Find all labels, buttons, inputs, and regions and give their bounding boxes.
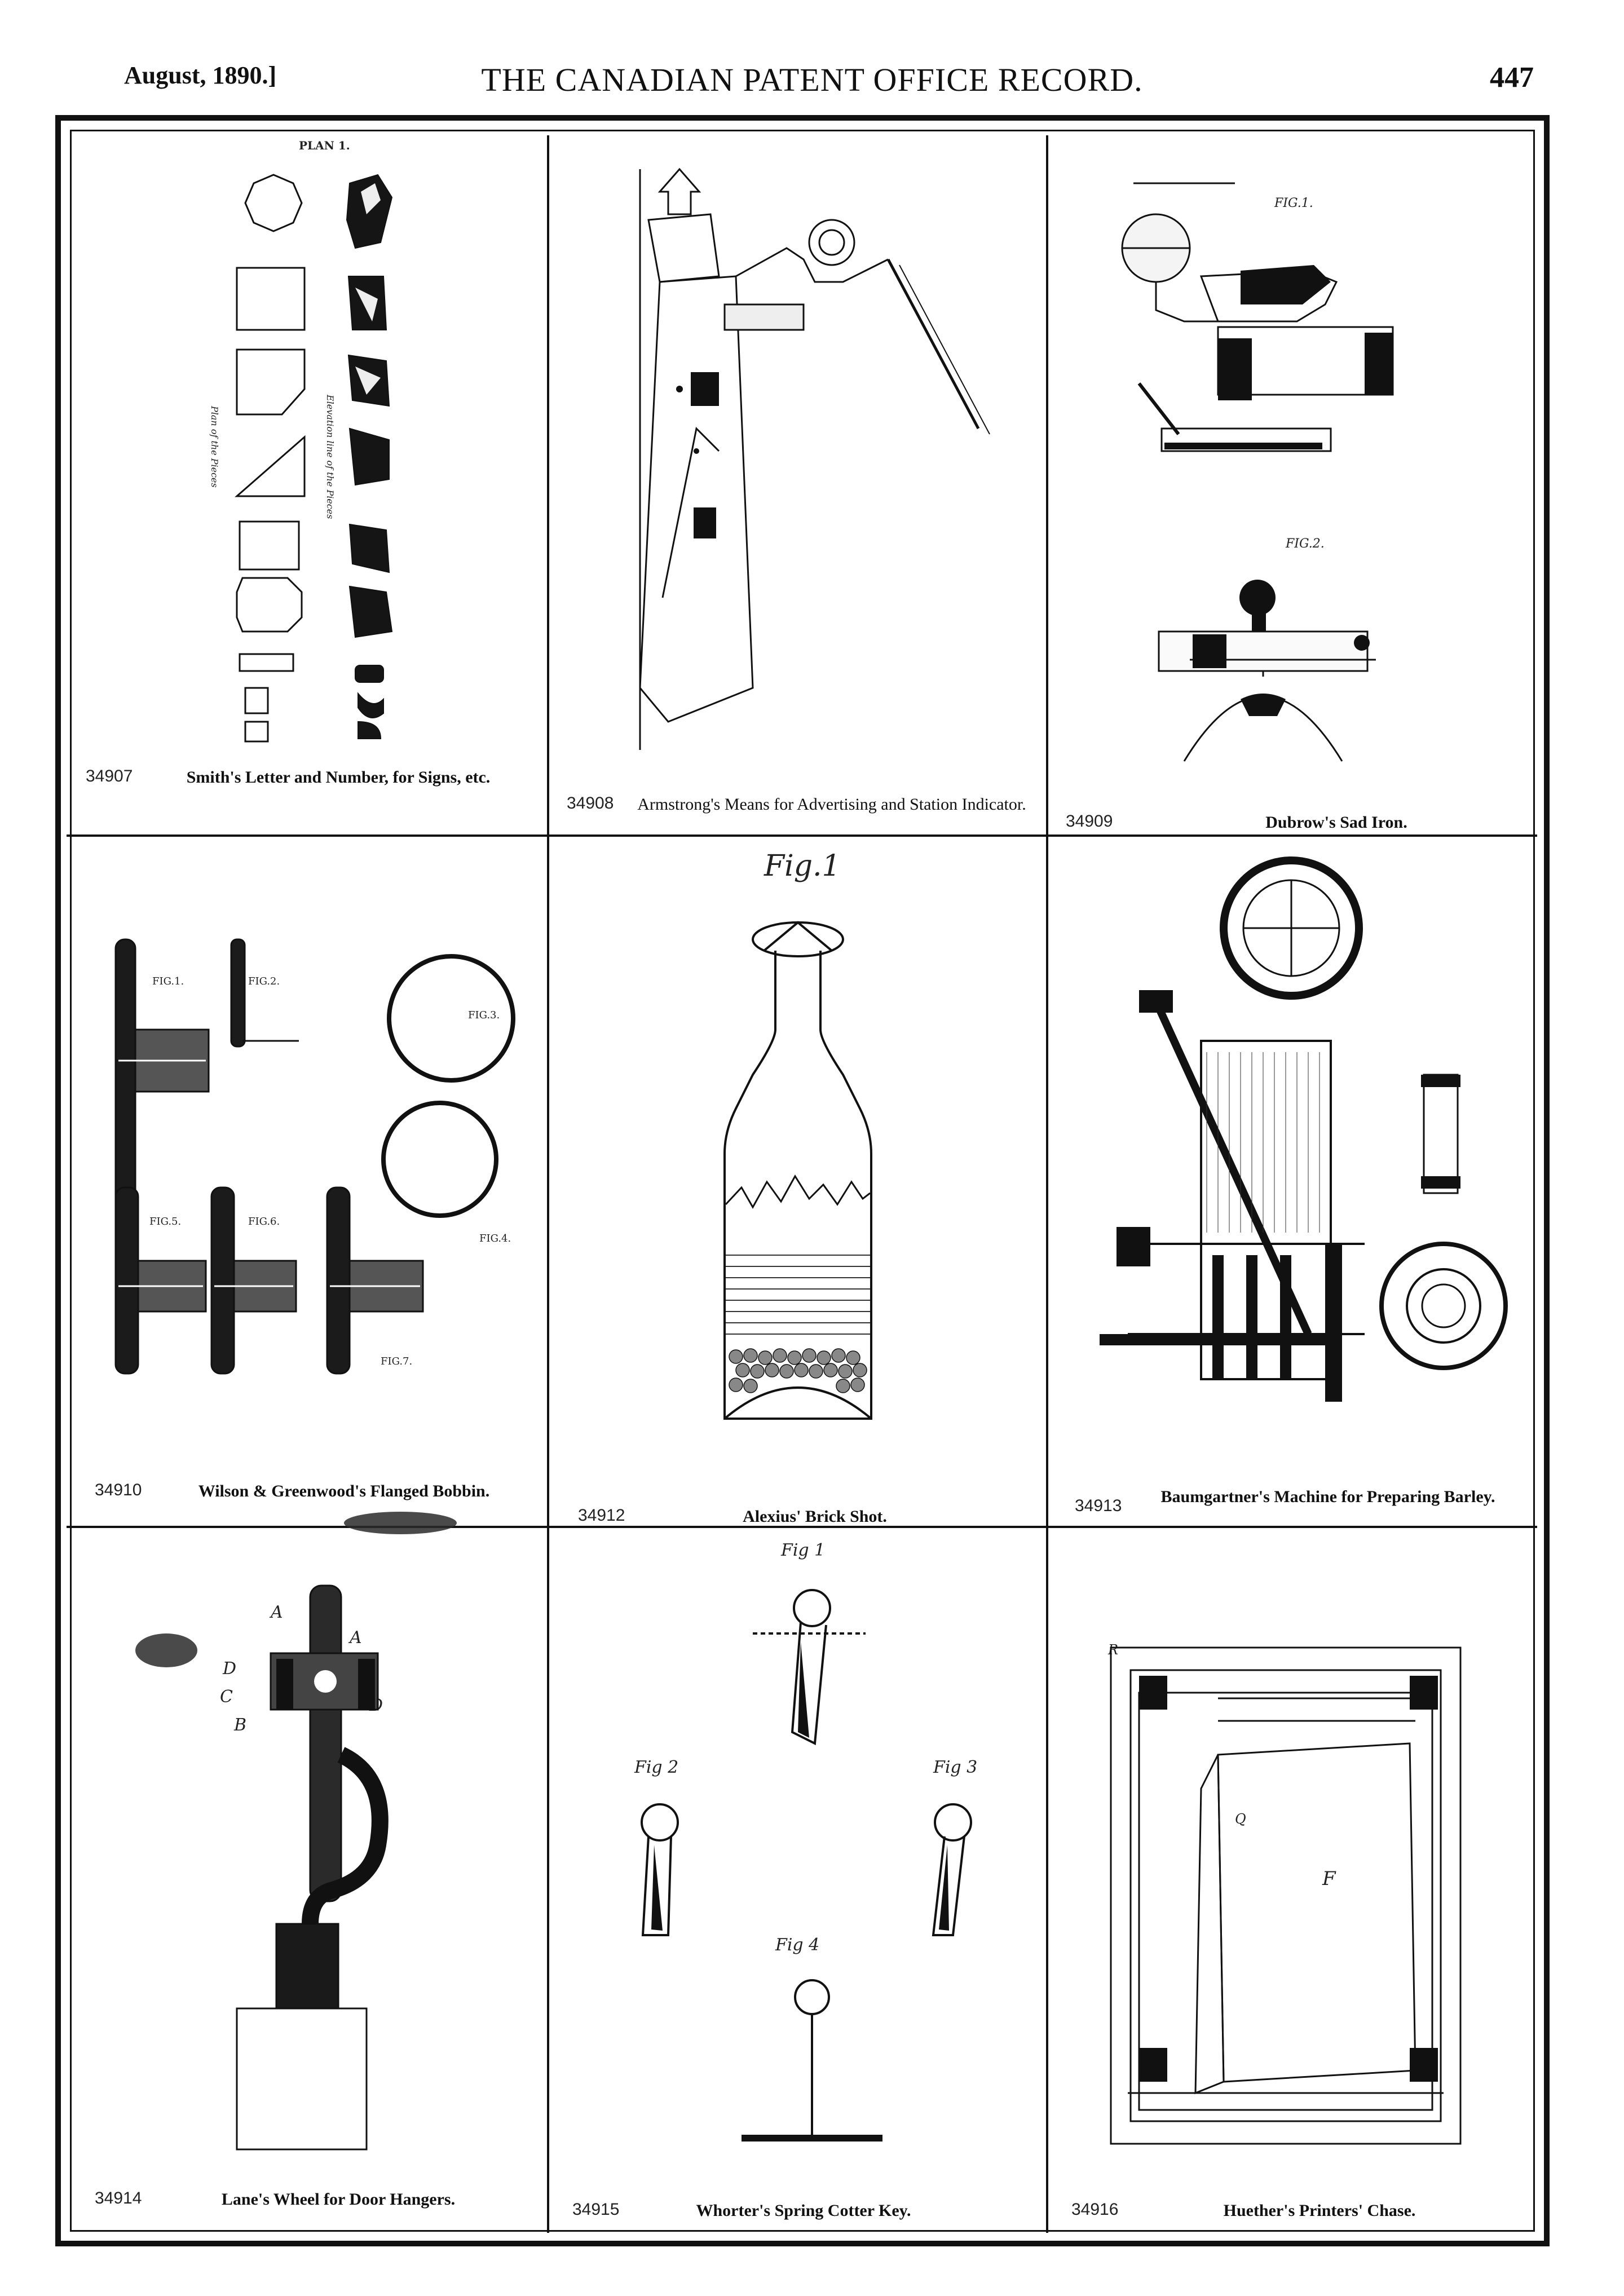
page-title: THE CANADIAN PATENT OFFICE RECORD. <box>481 61 1143 98</box>
plate-cell-34910: FIG.1. FIG.2. FIG.3. FIG.4. FIG.5. FIG.6… <box>73 838 545 1534</box>
patent-number: 34907 <box>86 767 133 785</box>
figure-label: Fig 4 <box>775 1935 820 1955</box>
patent-number: 34915 <box>572 2200 620 2219</box>
plate-cell-34907: PLAN 1. Plan of <box>73 135 545 832</box>
figure-label: FIG.3. <box>468 1009 500 1021</box>
patent-number: 34910 <box>95 1481 142 1499</box>
figure-label: FIG.1. <box>1274 196 1313 210</box>
patent-caption: Lane's Wheel for Door Hangers. <box>221 2190 456 2209</box>
cotter-key-drawing <box>641 1589 972 2142</box>
grid-divider <box>67 834 1537 837</box>
figure-label: PLAN 1. <box>299 139 350 152</box>
figure-label: FIG.2. <box>248 975 280 987</box>
advertising-indicator-drawing <box>639 167 990 750</box>
plate-cell-34914: A A B C D D 34914 Lane's Wheel for Door … <box>73 1529 545 2226</box>
patent-number: 34912 <box>578 1506 625 1525</box>
figure-label: D <box>223 1659 237 1679</box>
figure-label: Fig 2 <box>634 1758 679 1777</box>
flanged-bobbin-drawing <box>114 938 515 1375</box>
patent-caption: Armstrong's Means for Advertising and St… <box>637 795 1026 814</box>
svg-text:Plan of the Pieces: Plan of the Pieces <box>209 405 220 488</box>
figure-label: B <box>234 1715 247 1735</box>
letter-shapes-drawing: Plan of the Pieces Elevation line of the… <box>209 174 393 743</box>
grid-divider <box>1046 135 1048 2233</box>
sad-iron-drawing <box>1121 182 1394 762</box>
plate-cell-34908: 34908 Armstrong's Means for Advertising … <box>550 135 1045 832</box>
plate-cell-34916: F Q P S R 34916 Huether's Printers' Chas… <box>1049 1529 1537 2226</box>
plate-cell-34913: 34913 Baumgartner's Machine for Preparin… <box>1049 838 1537 1524</box>
plate-cell-34915: Fig 1 Fig 2 Fig 3 Fig 4 34915 Whorter's … <box>550 1529 1045 2226</box>
plate-inner-border <box>70 130 1535 2232</box>
figure-label: Fig.1 <box>764 849 841 883</box>
patent-caption: Wilson & Greenwood's Flanged Bobbin. <box>198 1482 490 1500</box>
patent-number: 34908 <box>567 794 614 813</box>
plate-cell-34909: FIG.1. FIG.2. 34 <box>1049 135 1537 832</box>
figure-label: F <box>1322 1867 1336 1890</box>
svg-text:Elevation line of the Pieces: Elevation line of the Pieces <box>325 394 336 519</box>
figure-label: Q <box>1235 1811 1246 1827</box>
figure-label: FIG.5. <box>149 1216 182 1228</box>
figure-label: FIG.2. <box>1286 537 1325 551</box>
header-date: August, 1890.] <box>124 61 277 89</box>
barley-machine-drawing <box>1100 856 1508 1402</box>
figure-label: FIG.4. <box>479 1233 511 1244</box>
patent-caption: Alexius' Brick Shot. <box>743 1507 887 1526</box>
grid-divider <box>547 135 549 2233</box>
patent-number: 34916 <box>1071 2200 1119 2219</box>
patent-caption: Dubrow's Sad Iron. <box>1265 813 1407 832</box>
brick-shot-bottle-drawing <box>723 921 872 1420</box>
plate-frame <box>55 115 1550 2246</box>
patent-caption: Huether's Printers' Chase. <box>1223 2201 1416 2220</box>
figure-label: C <box>220 1687 233 1707</box>
ink-smudge <box>344 1512 457 1534</box>
grid-divider <box>67 1526 1537 1528</box>
printers-chase-drawing <box>1110 1646 1462 2145</box>
patent-caption: Smith's Letter and Number, for Signs, et… <box>186 768 491 787</box>
figure-label: Fig 1 <box>781 1540 826 1560</box>
ink-smudge <box>135 1633 197 1667</box>
figure-label: FIG.6. <box>248 1216 280 1228</box>
figure-label: Fig 3 <box>933 1758 978 1777</box>
patent-number: 34913 <box>1075 1496 1122 1515</box>
plate-cell-34912: Fig.1 34912 Alexius' Brick Shot. <box>550 838 1045 1526</box>
figure-label: A <box>271 1602 283 1622</box>
door-hanger-wheel-drawing <box>236 1584 389 2151</box>
patent-number: 34914 <box>95 2189 142 2207</box>
page-number: 447 <box>1490 61 1534 94</box>
figure-label: A <box>350 1628 362 1648</box>
patent-caption: Baumgartner's Machine for Preparing Barl… <box>1160 1487 1495 1506</box>
figure-label: FIG.1. <box>152 975 184 987</box>
figure-label: FIG.7. <box>381 1355 413 1367</box>
patent-number: 34909 <box>1066 812 1113 831</box>
patent-caption: Whorter's Spring Cotter Key. <box>696 2201 911 2220</box>
